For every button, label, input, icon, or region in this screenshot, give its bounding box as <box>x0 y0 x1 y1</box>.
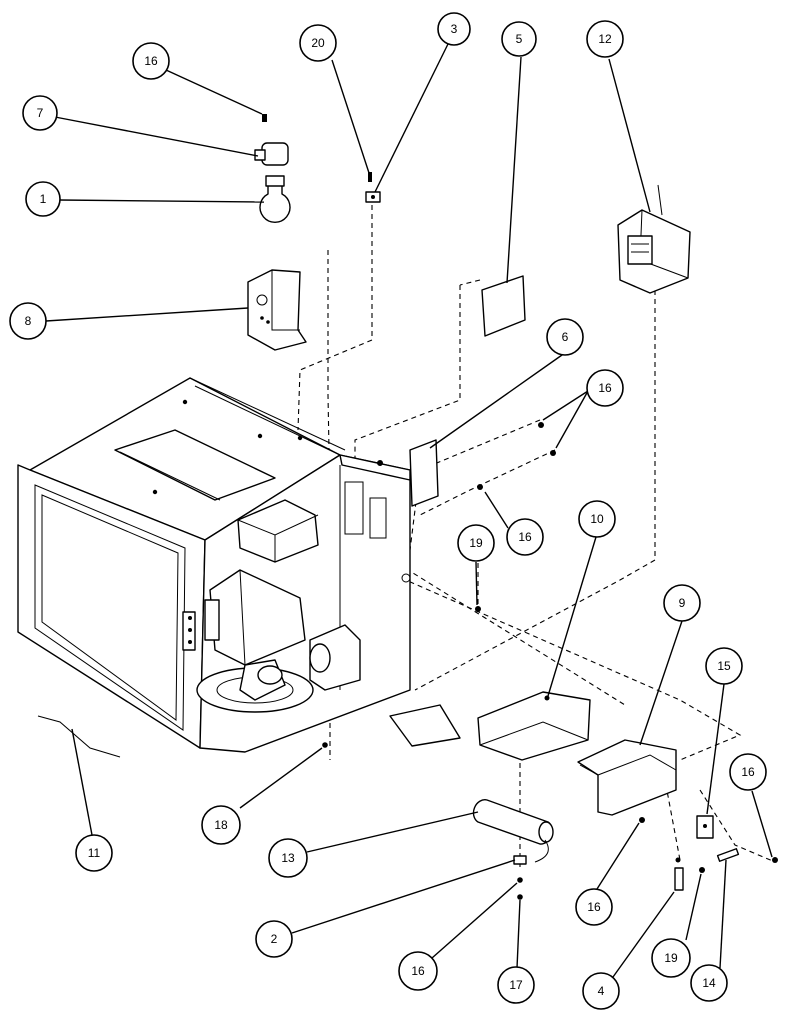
callout-label: 19 <box>469 536 483 550</box>
screw <box>477 484 483 490</box>
callout-18: 18 <box>201 805 241 845</box>
lamp-socket <box>254 142 289 166</box>
lamp-bulb <box>259 175 291 223</box>
screw <box>550 450 556 456</box>
callout-8: 8 <box>9 302 47 340</box>
callout-label: 20 <box>311 36 325 50</box>
callout-16: 16 <box>506 518 544 556</box>
callout-14: 14 <box>690 964 728 1002</box>
callout-9: 9 <box>663 584 701 622</box>
callout-16: 16 <box>575 888 613 926</box>
transformer <box>617 184 691 294</box>
callout-label: 4 <box>598 984 605 998</box>
callout-label: 16 <box>144 54 158 68</box>
callout-10: 10 <box>578 500 616 538</box>
callout-label: 18 <box>214 818 228 832</box>
callout-label: 16 <box>411 964 425 978</box>
capacitor <box>472 799 554 863</box>
screw <box>322 742 328 748</box>
callout-12: 12 <box>586 20 624 58</box>
screw <box>699 867 705 873</box>
callout-2: 2 <box>255 920 293 958</box>
callout-label: 6 <box>562 330 569 344</box>
callout-6: 6 <box>546 318 584 356</box>
callout-label: 9 <box>679 596 686 610</box>
callout-label: 16 <box>598 381 612 395</box>
callout-label: 10 <box>590 512 604 526</box>
callout-17: 17 <box>497 966 535 1004</box>
callout-label: 3 <box>451 22 458 36</box>
callout-label: 1 <box>40 192 47 206</box>
callout-label: 13 <box>281 851 295 865</box>
callout-13: 13 <box>268 838 308 878</box>
base-plate <box>389 704 461 747</box>
callout-7: 7 <box>22 95 58 131</box>
callout-5: 5 <box>501 21 537 57</box>
thermal-cutout <box>365 191 381 203</box>
callout-label: 16 <box>587 900 601 914</box>
callout-19: 19 <box>651 938 691 978</box>
screw <box>517 877 523 883</box>
callout-label: 15 <box>717 659 731 673</box>
wire-harness <box>37 715 121 758</box>
callout-label: 16 <box>518 530 532 544</box>
leader-lines <box>45 43 773 978</box>
callout-15: 15 <box>705 647 743 685</box>
callout-label: 11 <box>88 846 101 860</box>
screw <box>377 460 383 466</box>
diode <box>674 857 684 891</box>
cover-sheet <box>481 275 526 337</box>
capacitor-bracket <box>513 855 527 865</box>
callout-16: 16 <box>729 753 767 791</box>
callout-11: 11 <box>75 834 113 872</box>
callout-label: 14 <box>702 976 716 990</box>
base-bracket <box>577 739 677 816</box>
callout-3: 3 <box>437 12 471 46</box>
mounting-bracket <box>477 691 591 761</box>
callout-label: 5 <box>516 32 523 46</box>
callout-label: 19 <box>664 951 678 965</box>
callout-label: 17 <box>509 978 523 992</box>
callout-20: 20 <box>299 24 337 62</box>
lamp-bracket <box>247 269 307 351</box>
callout-label: 2 <box>271 932 278 946</box>
microwave-cabinet <box>17 377 411 753</box>
screw <box>772 857 778 863</box>
callout-16: 16 <box>132 42 170 80</box>
screw <box>639 817 645 823</box>
fuse <box>716 848 740 862</box>
callout-19: 19 <box>457 524 495 562</box>
screw <box>368 172 372 182</box>
callout-4: 4 <box>582 972 620 1010</box>
callout-16: 16 <box>586 369 624 407</box>
callout-label: 8 <box>25 314 32 328</box>
callout-label: 12 <box>598 32 612 46</box>
screw <box>262 114 267 122</box>
shield-plate <box>409 439 439 507</box>
callout-16: 16 <box>398 951 438 991</box>
screw <box>475 606 481 612</box>
callout-1: 1 <box>25 181 61 217</box>
callout-label: 16 <box>741 765 755 779</box>
switch <box>696 815 714 839</box>
screw <box>517 894 523 900</box>
screw <box>538 422 544 428</box>
callout-label: 7 <box>37 106 44 120</box>
